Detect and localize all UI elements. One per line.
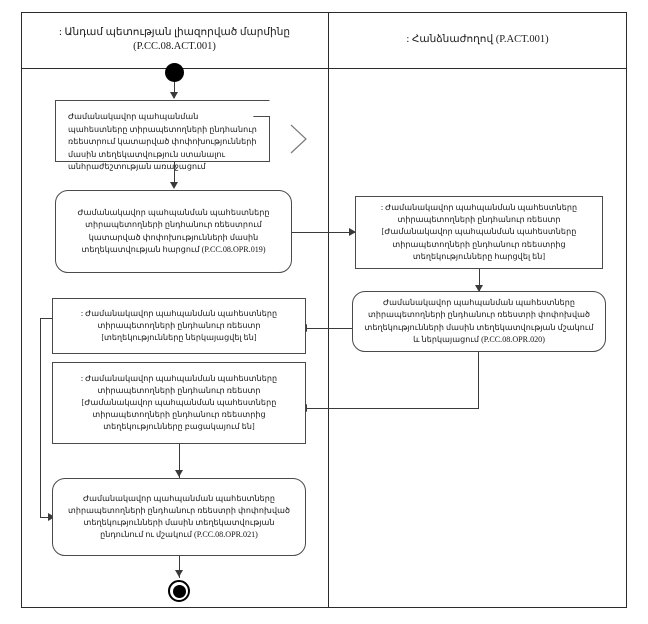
edge-state-absent-to-opr021-arrowhead bbox=[175, 470, 183, 477]
swimlane-frame bbox=[21, 12, 627, 608]
swimlane-header-right: : Հանձնաժողով (P.ACT.001) bbox=[328, 12, 627, 68]
activity-opr-020-text: Ժամանակավոր պահպանման պահեստները տիրապետ… bbox=[364, 298, 594, 344]
edge-opr021-to-final bbox=[179, 556, 180, 578]
swimlane-header-left: : Անդամ պետության լիազորված մարմինը (P.C… bbox=[21, 12, 328, 68]
edge-note-to-opr019 bbox=[174, 162, 175, 186]
edge-opr019-to-state-request bbox=[292, 232, 355, 233]
activity-opr-021-text: Ժամանակավոր պահպանման պահեստները տիրապետ… bbox=[67, 493, 291, 540]
note-text: Ժամանակավոր պահպանման պահեստները տիրապետ… bbox=[68, 112, 257, 172]
edge-loop-arrowhead bbox=[48, 513, 55, 521]
edge-opr019-to-state-request-arrowhead bbox=[349, 228, 356, 236]
edge-opr020-to-state-submitted bbox=[306, 328, 352, 329]
edge-initial-to-note-arrowhead bbox=[170, 92, 178, 99]
initial-node bbox=[165, 63, 184, 82]
activity-opr-019[interactable]: Ժամանակավոր պահպանման պահեստները տիրապետ… bbox=[55, 190, 292, 273]
activity-opr-020[interactable]: Ժամանակավոր պահպանման պահեստները տիրապետ… bbox=[352, 291, 606, 352]
edge-opr020-to-state-refused bbox=[306, 408, 479, 409]
swimlane-header-left-line1: : Անդամ պետության լիազորված մարմինը bbox=[58, 26, 291, 38]
edge-state-absent-to-opr021 bbox=[179, 444, 180, 478]
edge-opr020-to-state-refused-vertical bbox=[478, 352, 479, 408]
edge-opr021-to-final-arrowhead bbox=[175, 570, 183, 577]
chevron-right-icon bbox=[290, 124, 307, 154]
state-information-absent[interactable]: : Ժամանակավոր պահպանման պահեստները տիրապ… bbox=[52, 362, 306, 444]
state-request-received-text: : Ժամանակավոր պահպանման պահեստները տիրապ… bbox=[380, 203, 578, 261]
edge-loop-vertical-segment bbox=[40, 318, 41, 517]
swimlane-header-right-line1: : Հանձնաժողով (P.ACT.001) bbox=[406, 33, 549, 45]
note-fold-corner bbox=[253, 100, 270, 117]
edge-initial-to-note bbox=[174, 82, 175, 98]
state-information-submitted-text: : Ժամանակավոր պահպանման պահեստները տիրապ… bbox=[80, 308, 278, 343]
note-information-need: Ժամանակավոր պահպանման պահեստները տիրապետ… bbox=[55, 100, 270, 171]
state-information-submitted[interactable]: : Ժամանակավոր պահպանման պահեստները տիրապ… bbox=[52, 298, 306, 354]
activity-opr-021[interactable]: Ժամանակավոր պահպանման պահեստները տիրապետ… bbox=[52, 478, 306, 556]
activity-opr-019-text: Ժամանակավոր պահպանման պահեստները տիրապետ… bbox=[77, 208, 270, 254]
edge-state-request-to-opr020 bbox=[479, 269, 480, 291]
state-information-absent-text: : Ժամանակավոր պահպանման պահեստները տիրապ… bbox=[80, 373, 278, 432]
swimlane-divider bbox=[328, 12, 329, 608]
swimlane-header-left-line2: (P.CC.08.ACT.001) bbox=[133, 41, 216, 52]
edge-state-request-to-opr020-arrowhead bbox=[475, 285, 483, 292]
final-node-core bbox=[172, 584, 186, 598]
edge-note-to-opr019-arrowhead bbox=[170, 182, 178, 189]
swimlane-header-rule bbox=[21, 68, 627, 69]
edge-loop-top-segment bbox=[40, 318, 53, 319]
state-request-received[interactable]: : Ժամանակավոր պահպանման պահեստները տիրապ… bbox=[355, 196, 603, 269]
edge-loop-bottom-segment bbox=[40, 517, 54, 518]
